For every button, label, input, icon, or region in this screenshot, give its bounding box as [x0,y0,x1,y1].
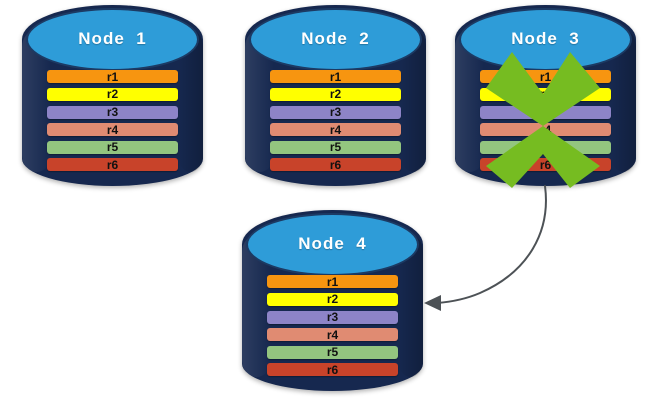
node-4-title: Node 4 [298,234,367,254]
node-3-row-r4[interactable]: r4 [480,123,611,137]
node-4-row-r4[interactable]: r4 [267,328,398,342]
node-4-row-r3[interactable]: r3 [267,310,398,324]
node-4-row-r6[interactable]: r6 [267,363,398,377]
node-2-row-r3[interactable]: r3 [270,105,401,119]
node-3-row-r5[interactable]: r5 [480,140,611,154]
node-2[interactable]: Node 2 r1 r2 r3 r4 r5 r6 [245,5,426,186]
node-3-cylinder-top: Node 3 [458,7,632,72]
node-1-row-r6[interactable]: r6 [47,158,178,172]
node-1-row-r1[interactable]: r1 [47,70,178,84]
node-3-row-r3[interactable]: r3 [480,105,611,119]
node-2-cylinder-top: Node 2 [248,7,422,72]
node-1-cylinder-top: Node 1 [25,7,199,72]
node-2-row-r2[interactable]: r2 [270,87,401,101]
node-2-row-list: r1 r2 r3 r4 r5 r6 [270,68,401,172]
node-1[interactable]: Node 1 r1 r2 r3 r4 r5 r6 [22,5,203,186]
node-1-row-list: r1 r2 r3 r4 r5 r6 [47,68,178,172]
node-2-row-r1[interactable]: r1 [270,70,401,84]
node-1-title: Node 1 [78,29,147,49]
node-4-row-list: r1 r2 r3 r4 r5 r6 [267,273,398,377]
node-1-row-r3[interactable]: r3 [47,105,178,119]
node-4[interactable]: Node 4 r1 r2 r3 r4 r5 r6 [242,210,423,391]
node-2-title: Node 2 [301,29,370,49]
node-3-row-list: r1 r2 r3 r4 r5 r6 [480,68,611,172]
node-3-row-r2[interactable]: r2 [480,87,611,101]
node-4-row-r1[interactable]: r1 [267,275,398,289]
node-3-row-r1[interactable]: r1 [480,70,611,84]
node-3-title: Node 3 [511,29,580,49]
node-3[interactable]: Node 3 r1 r2 r3 r4 r5 r6 [455,5,636,186]
node-1-row-r5[interactable]: r5 [47,140,178,154]
node-2-row-r5[interactable]: r5 [270,140,401,154]
node-3-row-r6[interactable]: r6 [480,158,611,172]
node-4-cylinder-top: Node 4 [245,212,419,277]
node-1-row-r2[interactable]: r2 [47,87,178,101]
node-1-row-r4[interactable]: r4 [47,123,178,137]
node-4-row-r2[interactable]: r2 [267,292,398,306]
node-2-row-r6[interactable]: r6 [270,158,401,172]
node-2-row-r4[interactable]: r4 [270,123,401,137]
node-4-row-r5[interactable]: r5 [267,345,398,359]
